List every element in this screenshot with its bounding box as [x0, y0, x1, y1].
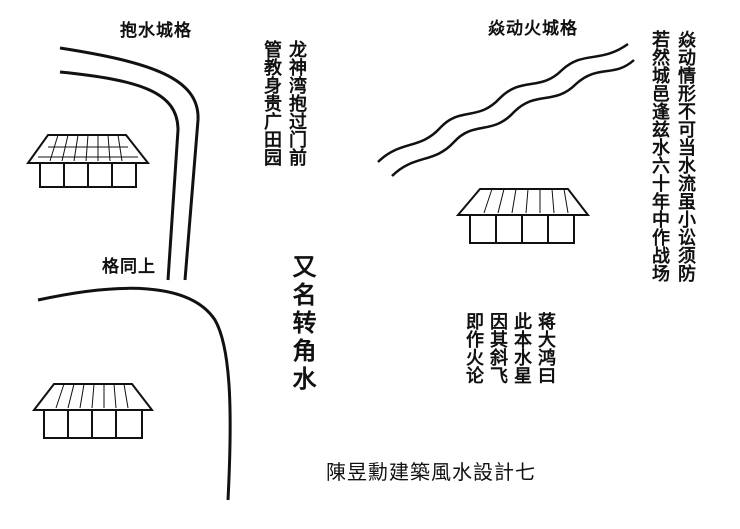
- note-bottomright-1: 蒋大鸿曰: [535, 312, 556, 384]
- river-bank-outer-topleft: [59, 46, 200, 281]
- note-topright-2: 若然城邑逢兹水六十年中作战场: [649, 30, 670, 282]
- note-bottomright-3: 因其斜飞: [487, 312, 508, 384]
- house-topright: [455, 188, 591, 244]
- title-topright: 焱动火城格: [488, 19, 578, 39]
- caption: 陳昱勳建築風水設計七: [326, 460, 536, 484]
- title-topleft: 抱水城格: [120, 21, 192, 41]
- river-bank-outer-bottomleft: [37, 286, 232, 501]
- note-bottomright-4: 即作火论: [463, 312, 484, 384]
- river-bank-lower-topright: [391, 59, 635, 177]
- title-bottomleft: 格同上: [102, 257, 156, 277]
- river-bank-upper-topright: [377, 42, 629, 163]
- note-topright-1: 焱动情形不可当水流虽小讼须防: [675, 30, 696, 282]
- note-bottomright-2: 此本水星: [511, 312, 532, 384]
- house-topleft: [26, 134, 151, 188]
- river-bank-inner-topleft: [59, 70, 180, 281]
- house-bottomleft: [31, 383, 155, 439]
- note-bottomleft-1: 又名转角水: [288, 254, 316, 394]
- note-topleft-2: 管教身贵广田园: [261, 40, 282, 166]
- note-topleft-1: 龙神湾抱过门前: [286, 40, 307, 166]
